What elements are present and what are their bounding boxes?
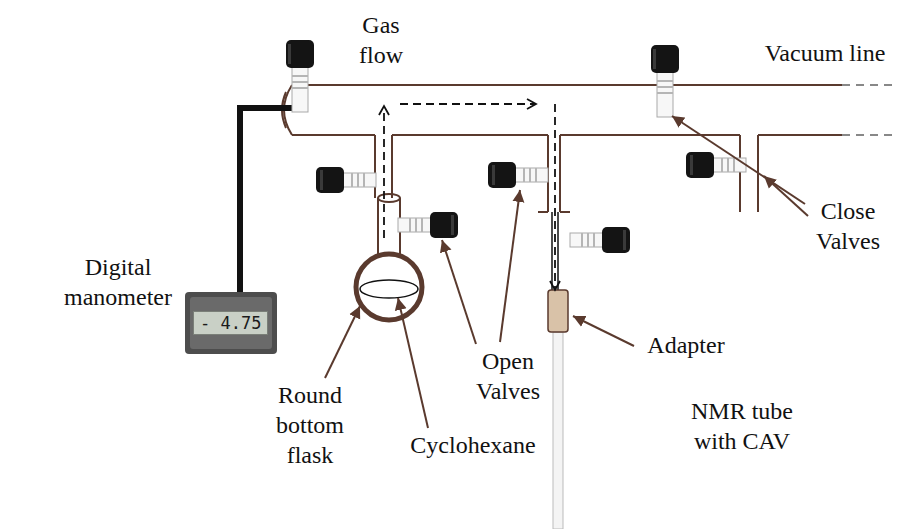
flow-label: Gas flow — [346, 10, 416, 70]
label-text: Open Valves — [476, 348, 540, 404]
label-text: Round bottom flask — [276, 382, 344, 468]
label-text: Cyclohexane — [410, 432, 535, 458]
label-text: Gas flow — [359, 12, 403, 68]
label-text: Digital manometer — [64, 254, 172, 310]
solvent-label: Cyclohexane — [398, 430, 548, 460]
label-text: Adapter — [647, 332, 724, 358]
valve-label: Close Valves — [800, 196, 896, 256]
device-label: Digital manometer — [54, 252, 182, 312]
label-text: Vacuum line — [765, 40, 886, 66]
manometer-display: - 4.75 — [193, 311, 268, 335]
label-text: NMR tube with CAV — [691, 398, 793, 454]
label-text: Close Valves — [816, 198, 880, 254]
vessel-label: Round bottom flask — [262, 380, 358, 470]
valve-label: Open Valves — [460, 346, 556, 406]
display-reading: - 4.75 — [200, 313, 261, 333]
tube-label: NMR tube with CAV — [672, 396, 812, 456]
line-label: Vacuum line — [740, 38, 910, 68]
part-label: Adapter — [636, 330, 736, 360]
